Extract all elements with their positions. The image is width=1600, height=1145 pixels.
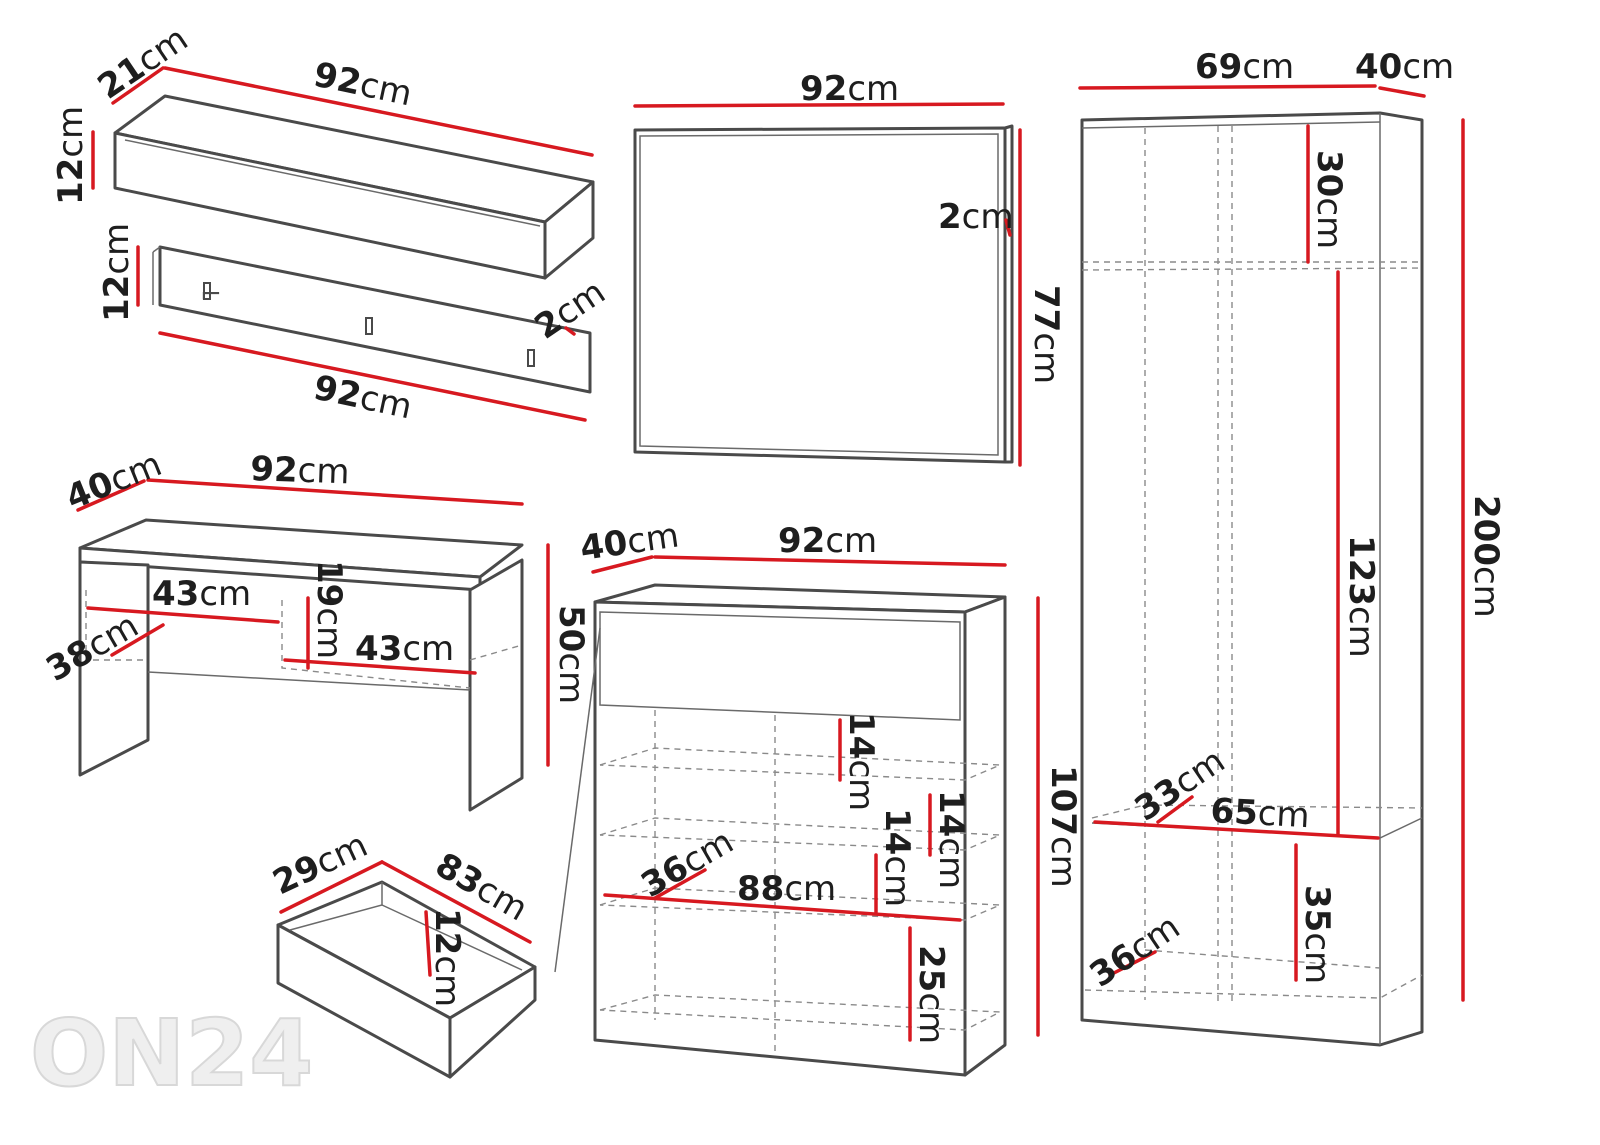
wardrobe-shoe-depth-line [1108, 950, 1157, 977]
shoe-cabinet-inner-width-line [603, 893, 962, 922]
wall-shelf-height-label: 12cm [51, 106, 91, 205]
shoe-cabinet-width-line [653, 555, 1007, 567]
wall-shelf-depth-line [111, 66, 165, 105]
drawer: 29cm 83cm 12cm [267, 825, 537, 1079]
hook-icon [203, 282, 211, 300]
console-leg-left [78, 560, 150, 777]
mirror-width-label: 92cm [800, 69, 899, 109]
wardrobe-width-line [1078, 84, 1377, 90]
wardrobe-shelf-depth-line [1156, 795, 1194, 824]
shoe-cabinet-depth-label: 40cm [578, 516, 682, 569]
drawer-height-label: 12cm [427, 908, 467, 1007]
wardrobe-shoe-height-label: 35cm [1297, 885, 1337, 984]
shoe-cabinet-height-label: 107cm [1043, 765, 1083, 888]
shoe-cabinet-gap-right-label: 14cm [931, 790, 971, 889]
console-depth-label: 40cm [60, 444, 167, 518]
mirror-thickness-line [1004, 218, 1012, 237]
mirror-thickness-label: 2cm [938, 197, 1014, 237]
brand-watermark: ON24 [30, 1000, 313, 1107]
shoe-cabinet-gap-mid-label: 14cm [877, 808, 917, 907]
hook-icon [365, 317, 373, 335]
coat-rack-width-line [158, 331, 587, 422]
console-height-label: 50cm [551, 605, 591, 704]
console-drawer-left-label: 43cm [152, 574, 251, 614]
shoe-cabinet-inner-width-label: 88cm [737, 869, 836, 909]
drawer-side [448, 965, 537, 1079]
shoe-cabinet: 92cm 40cm 107cm 88cm 36cm 14cm 14cm 14cm… [554, 516, 1083, 1077]
drawer-depth-line [279, 860, 384, 914]
console-drawer-right-line [283, 658, 477, 675]
coat-rack-width-label: 92cm [310, 368, 415, 428]
drawer-width-line [380, 860, 532, 944]
coat-rack-panel [158, 245, 592, 394]
coat-rack-height-label: 12cm [97, 223, 137, 322]
wardrobe-hanging-label: 123cm [1341, 535, 1381, 658]
wardrobe-height-label: 200cm [1466, 495, 1506, 618]
wardrobe-top-shelf-label: 30cm [1309, 150, 1349, 249]
mirror: 92cm 2cm 77cm [633, 69, 1066, 467]
shoe-cabinet-drawer-front [599, 611, 961, 721]
drawer-height-line [424, 910, 432, 977]
console-leg-right [468, 558, 524, 812]
wall-shelf-width-label: 92cm [310, 55, 415, 115]
coat-rack-thickness-line [564, 326, 576, 336]
shoe-cabinet-shelf-depth-line [653, 868, 707, 900]
wardrobe: 69cm 40cm 200cm 30cm 123cm 33cm 65cm 35c… [1078, 47, 1506, 1047]
wardrobe-inner-width-line [1093, 820, 1380, 840]
wardrobe-depth-label: 40cm [1355, 47, 1454, 87]
console-depth-line [76, 479, 146, 512]
shoe-cabinet-depth-line [591, 555, 654, 574]
mirror-height-label: 77cm [1026, 285, 1066, 384]
console-width-label: 92cm [250, 449, 350, 492]
wardrobe-width-label: 69cm [1195, 47, 1294, 87]
mirror-width-line [633, 102, 1005, 108]
wall-shelf-side [543, 180, 595, 280]
shoe-cabinet-gap-bottom-label: 25cm [911, 945, 951, 1044]
coat-rack: ⌐ 92cm 12cm 2cm [97, 223, 613, 428]
wall-shelf-width-line [163, 66, 594, 157]
hook-icon [527, 349, 535, 367]
console-drawer-depth-line [110, 623, 165, 657]
console-drawer-left-line [86, 606, 280, 624]
wardrobe-inner-width-label: 65cm [1210, 791, 1311, 836]
shoe-cabinet-width-label: 92cm [778, 521, 877, 561]
mirror-frame [633, 126, 1007, 464]
console-width-line [146, 478, 524, 506]
console-drawer-height-label: 19cm [309, 560, 349, 659]
console-drawer-right-label: 43cm [355, 629, 454, 669]
shoe-cabinet-gap-top-label: 14cm [841, 712, 881, 811]
wardrobe-depth-line [1378, 86, 1426, 98]
wall-shelf-depth-label: 21cm [91, 19, 196, 108]
console-table: 92cm 40cm 50cm 43cm 38cm 19cm 43cm [40, 444, 591, 812]
